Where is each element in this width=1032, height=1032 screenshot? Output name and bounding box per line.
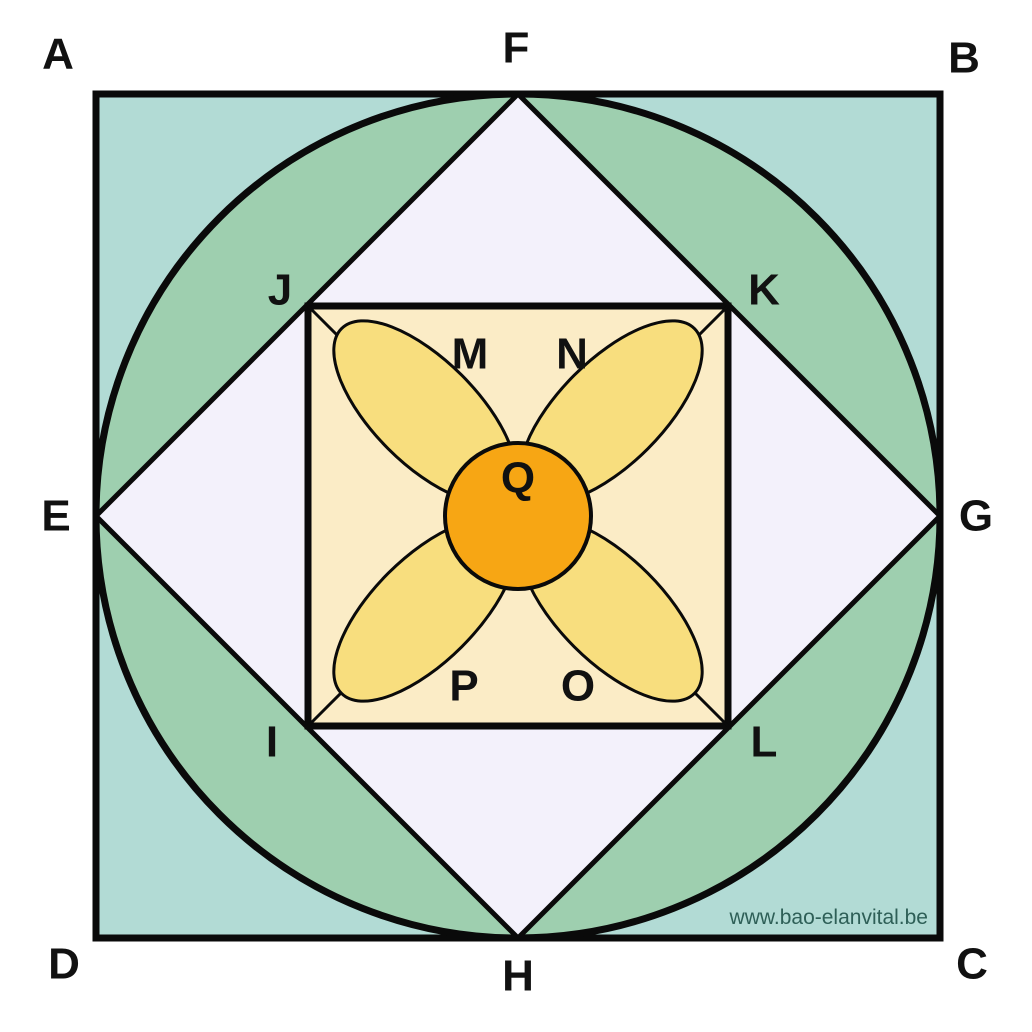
label-c: C	[956, 940, 988, 989]
label-k: K	[748, 266, 780, 315]
label-b: B	[948, 34, 980, 83]
label-p: P	[449, 662, 478, 711]
label-o: O	[561, 662, 595, 711]
label-i: I	[266, 718, 278, 767]
center-circle-q	[443, 441, 593, 591]
watermark: www.bao-elanvital.be	[729, 906, 928, 929]
label-h: H	[502, 952, 534, 1001]
label-n: N	[556, 330, 588, 379]
label-f: F	[503, 24, 530, 73]
label-a: A	[42, 30, 74, 79]
label-l: L	[751, 718, 778, 767]
label-d: D	[48, 940, 80, 989]
label-m: M	[452, 330, 489, 379]
label-g: G	[959, 492, 993, 541]
label-j: J	[268, 266, 292, 315]
label-q: Q	[501, 454, 535, 503]
label-e: E	[41, 492, 70, 541]
